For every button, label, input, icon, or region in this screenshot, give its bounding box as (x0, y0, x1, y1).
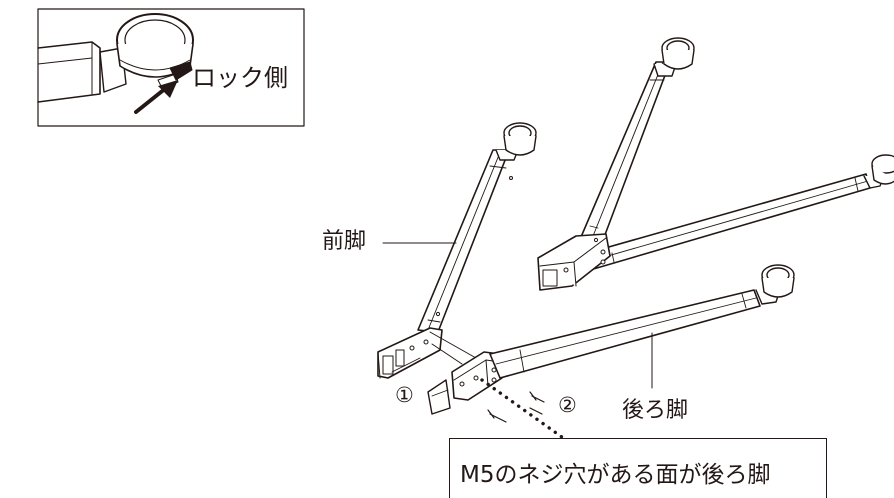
lock-arrow-icon (134, 86, 168, 114)
exploded-leg-assembly (377, 122, 795, 442)
caster-lock-inset (37, 8, 305, 127)
leader-lines (382, 242, 653, 389)
front-leg-label: 前脚 (322, 229, 367, 254)
step-1-marker: ① (395, 383, 414, 407)
assembled-leg-pair (537, 37, 894, 291)
screw-icon (487, 391, 545, 423)
step-2-marker: ② (558, 393, 577, 417)
screw-hole-note-text: M5のネジ穴がある面が後ろ脚 (460, 462, 771, 488)
rear-leg-label: 後ろ脚 (622, 398, 689, 423)
screw-hole-note: M5のネジ穴がある面が後ろ脚 (449, 438, 827, 498)
dotted-guide-line (480, 378, 568, 442)
lock-side-label: ロック側 (192, 64, 288, 92)
